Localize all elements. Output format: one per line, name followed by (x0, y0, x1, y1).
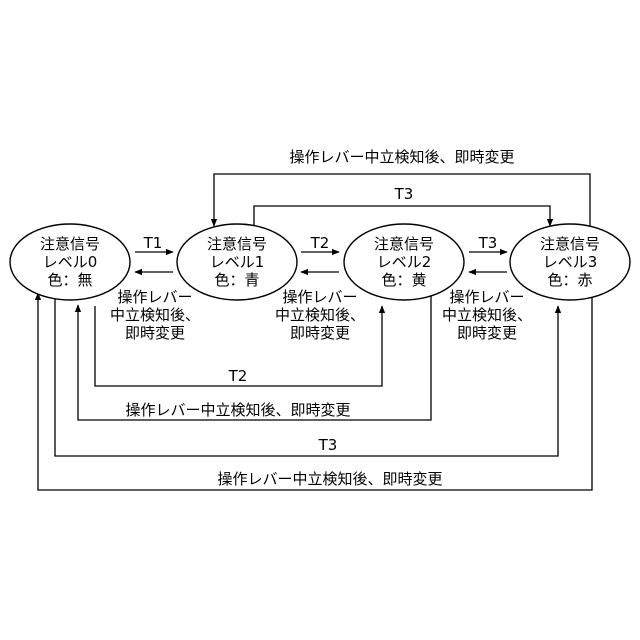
state-line-title: 注意信号 (207, 235, 267, 253)
label-t2: T2 (310, 234, 330, 252)
label-bottom-t2: T2 (228, 367, 248, 385)
state-line-title: 注意信号 (374, 235, 434, 253)
reset-label-line3: 即時変更 (290, 324, 350, 342)
label-bottom-reset-l2: 操作レバー中立検知後、即時変更 (125, 401, 350, 419)
reset-label-line2: 中立検知後、 (442, 306, 532, 324)
reset-label-l2-l1: 操作レバー 中立検知後、 即時変更 (275, 288, 365, 342)
state-line-color: 色：無 (47, 271, 92, 289)
state-line-color: 色：赤 (547, 271, 592, 289)
label-t3: T3 (478, 234, 498, 252)
state-level-2: 注意信号 レベル2 色：黄 (344, 224, 464, 300)
reset-label-line1: 操作レバー (449, 288, 524, 306)
state-line-level: レベル2 (377, 253, 432, 271)
reset-label-l1-l0: 操作レバー 中立検知後、 即時変更 (110, 288, 200, 342)
state-level-3: 注意信号 レベル3 色：赤 (510, 224, 630, 300)
label-bottom-reset-l3: 操作レバー中立検知後、即時変更 (217, 470, 442, 488)
state-line-level: レベル0 (43, 253, 98, 271)
reset-label-l3-l2: 操作レバー 中立検知後、 即時変更 (442, 288, 532, 342)
label-bottom-t3: T3 (318, 436, 338, 454)
label-t1: T1 (143, 234, 163, 252)
state-level-1: 注意信号 レベル1 色：青 (177, 224, 297, 300)
state-line-title: 注意信号 (40, 235, 100, 253)
reset-label-line2: 中立検知後、 (275, 306, 365, 324)
edge-top-t3-l1-to-l3 (254, 206, 550, 226)
state-line-level: レベル3 (543, 253, 598, 271)
state-line-title: 注意信号 (540, 235, 600, 253)
state-line-color: 色：青 (214, 271, 259, 289)
reset-label-line1: 操作レバー (282, 288, 357, 306)
label-top-t3: T3 (394, 185, 414, 203)
state-line-level: レベル1 (210, 253, 265, 271)
reset-label-line1: 操作レバー (117, 288, 192, 306)
label-top-reset: 操作レバー中立検知後、即時変更 (289, 148, 514, 166)
reset-label-line3: 即時変更 (457, 324, 517, 342)
state-line-color: 色：黄 (381, 271, 426, 289)
state-level-0: 注意信号 レベル0 色：無 (10, 224, 130, 300)
reset-label-line2: 中立検知後、 (110, 306, 200, 324)
reset-label-line3: 即時変更 (125, 324, 185, 342)
